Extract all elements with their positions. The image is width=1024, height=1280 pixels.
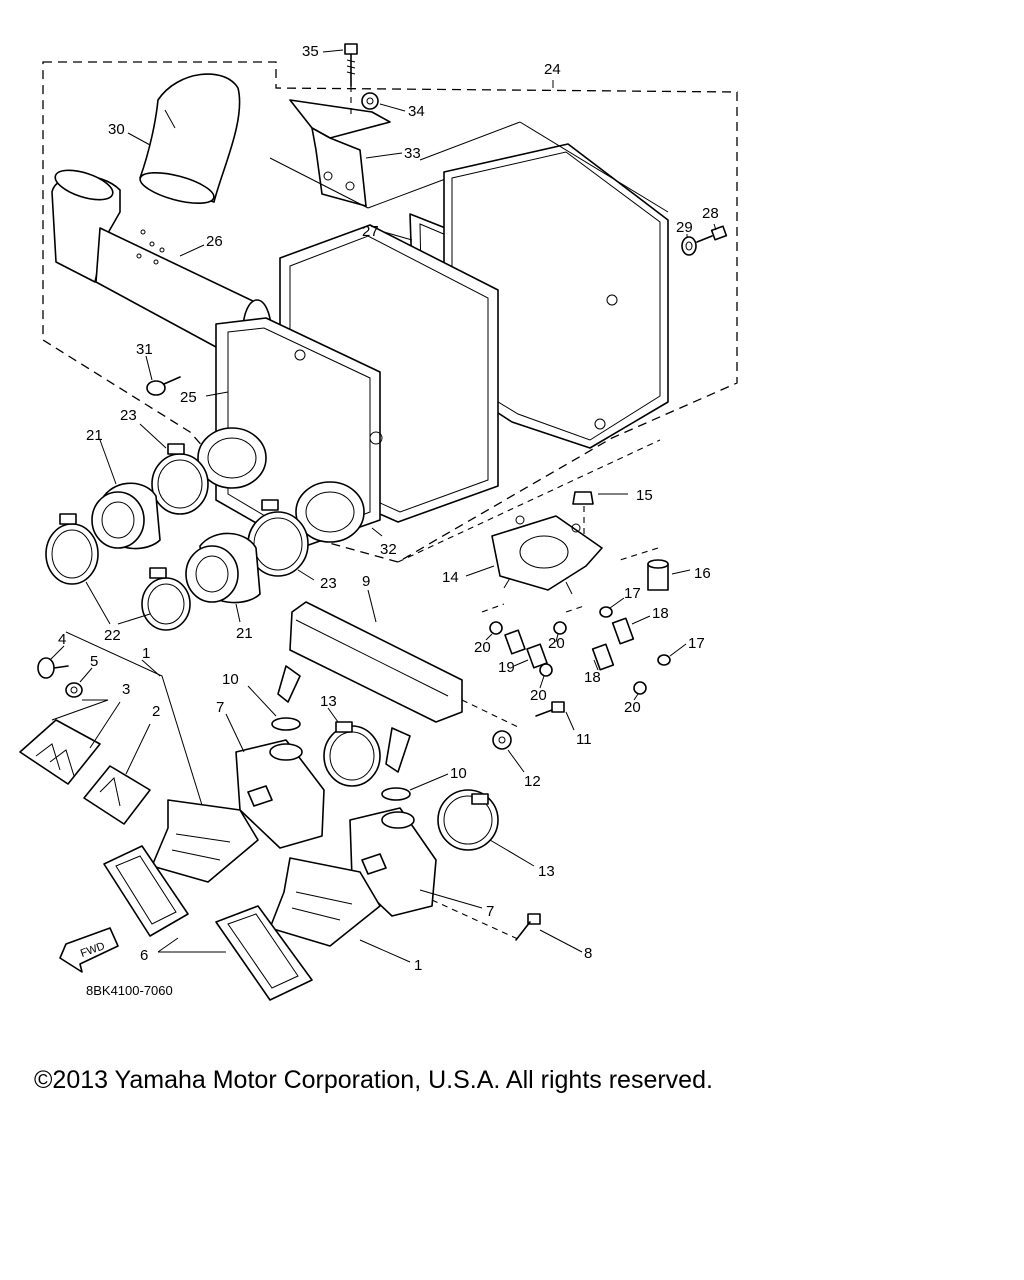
callout-19: 19 xyxy=(498,659,515,676)
callout-18-upper: 18 xyxy=(652,605,669,622)
rubber-boot-21-upper xyxy=(91,482,161,550)
callout-25: 25 xyxy=(180,389,197,406)
clip-20-c xyxy=(539,663,553,677)
callout-35: 35 xyxy=(302,43,319,60)
nut-12 xyxy=(492,730,512,750)
callout-30: 30 xyxy=(108,121,125,138)
callout-1-upper: 1 xyxy=(142,645,150,662)
callout-24: 24 xyxy=(544,61,561,78)
callout-29: 29 xyxy=(676,219,693,236)
bolt-35 xyxy=(344,43,358,87)
callout-14: 14 xyxy=(442,569,459,586)
callout-20-b: 20 xyxy=(548,635,565,652)
hose-18-upper xyxy=(611,617,635,645)
callout-34: 34 xyxy=(408,103,425,120)
callout-6: 6 xyxy=(140,947,148,964)
o-ring-10-lower xyxy=(381,787,411,801)
reed-valve-3 xyxy=(19,719,101,785)
clip-20-d xyxy=(633,681,647,695)
callout-13-lower: 13 xyxy=(538,863,555,880)
reed-valve-assembly-1-upper xyxy=(151,799,259,883)
o-ring-10-upper xyxy=(271,717,301,731)
callout-11: 11 xyxy=(576,731,592,748)
hose-clamp-22-upper xyxy=(45,513,99,585)
callout-23-upper: 23 xyxy=(120,407,137,424)
clip-20-a xyxy=(489,621,503,635)
callout-13-upper: 13 xyxy=(320,693,337,710)
washer-5 xyxy=(65,682,83,698)
callout-21-lower: 21 xyxy=(236,625,253,642)
bolt-4 xyxy=(37,657,69,679)
hose-clamp-23-lower xyxy=(247,499,309,577)
washer-29 xyxy=(681,236,697,256)
callout-10-lower: 10 xyxy=(450,765,467,782)
rubber-boot-21-lower xyxy=(185,532,261,604)
copyright-notice: ©2013 Yamaha Motor Corporation, U.S.A. A… xyxy=(34,1066,713,1094)
callout-23-lower: 23 xyxy=(320,575,337,592)
callout-9: 9 xyxy=(362,573,370,590)
callout-1-lower: 1 xyxy=(414,957,422,974)
callout-17-upper: 17 xyxy=(624,585,641,602)
callout-21-upper: 21 xyxy=(86,427,103,444)
manifold-7-upper xyxy=(235,739,325,849)
callout-8: 8 xyxy=(584,945,592,962)
cap-15 xyxy=(572,491,594,534)
callout-17-lower: 17 xyxy=(688,635,705,652)
joint-14 xyxy=(491,515,603,595)
callout-31: 31 xyxy=(136,341,153,358)
callout-4: 4 xyxy=(58,631,66,648)
hose-19 xyxy=(526,643,548,669)
screw-28 xyxy=(696,225,728,243)
callout-22: 22 xyxy=(104,627,121,644)
callout-28: 28 xyxy=(702,205,719,222)
hose-clamp-22-lower xyxy=(141,567,191,631)
callout-15: 15 xyxy=(636,487,653,504)
drawing-code: 8BK4100-7060 xyxy=(86,983,173,998)
callout-3: 3 xyxy=(122,681,130,698)
callout-5: 5 xyxy=(90,653,98,670)
reed-stopper-2 xyxy=(83,765,151,825)
callout-2: 2 xyxy=(152,703,160,720)
air-box-opening-32 xyxy=(197,427,365,543)
callout-33: 33 xyxy=(404,145,421,162)
assembly-boundary-24 xyxy=(42,61,738,563)
hose-plain xyxy=(504,629,526,655)
gasket-6-upper xyxy=(103,845,189,937)
air-box-body-25 xyxy=(215,224,499,549)
o-ring-17-upper xyxy=(599,606,613,618)
callout-20-d: 20 xyxy=(624,699,641,716)
forward-direction-arrow: FWD xyxy=(59,927,119,973)
intake-chamber-9 xyxy=(277,601,521,773)
screw-31 xyxy=(146,376,181,396)
reed-valve-assembly-1-lower xyxy=(269,857,381,947)
clip-20-b xyxy=(553,621,567,635)
nut-34 xyxy=(361,92,379,110)
callout-10-upper: 10 xyxy=(222,671,239,688)
callout-7-lower: 7 xyxy=(486,903,494,920)
intake-boot-30 xyxy=(139,73,241,205)
sleeve-16 xyxy=(647,559,669,591)
hose-clamp-23-upper xyxy=(151,443,209,515)
callout-18-lower: 18 xyxy=(584,669,601,686)
hose-clamp-13-lower xyxy=(437,789,499,851)
callout-16: 16 xyxy=(694,565,711,582)
callout-12: 12 xyxy=(524,773,541,790)
callout-32: 32 xyxy=(380,541,397,558)
callout-27: 27 xyxy=(362,223,379,240)
callout-7-upper: 7 xyxy=(216,699,224,716)
callout-26: 26 xyxy=(206,233,223,250)
callout-20-a: 20 xyxy=(474,639,491,656)
bracket-33 xyxy=(289,86,391,207)
bolt-11 xyxy=(535,701,565,717)
gasket-6-lower xyxy=(215,905,313,1001)
callout-20-c: 20 xyxy=(530,687,547,704)
bolt-8 xyxy=(515,913,541,941)
hose-18-lower xyxy=(591,643,615,671)
hose-clamp-13-upper xyxy=(323,721,381,787)
o-ring-17-lower xyxy=(657,654,671,666)
